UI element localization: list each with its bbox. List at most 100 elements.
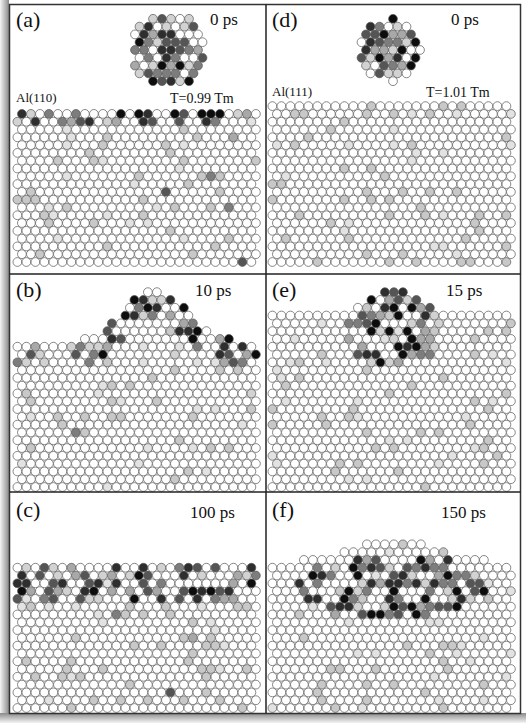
atom — [22, 373, 31, 382]
atom — [439, 148, 448, 157]
atom — [435, 234, 444, 243]
atom — [331, 164, 340, 173]
atom — [58, 389, 67, 398]
atom — [117, 412, 126, 421]
atom — [225, 110, 234, 119]
atom — [435, 203, 444, 212]
atom — [252, 203, 261, 212]
atom — [277, 195, 286, 204]
atom — [49, 195, 58, 204]
atom — [444, 110, 453, 119]
atom — [184, 420, 193, 429]
atom — [103, 420, 112, 429]
atom — [247, 226, 256, 235]
atom — [189, 381, 198, 390]
atom — [18, 444, 27, 453]
atom — [493, 180, 502, 189]
atom — [268, 148, 277, 157]
atom — [22, 405, 31, 414]
atom — [322, 195, 331, 204]
atom — [144, 428, 153, 437]
atom — [273, 187, 282, 196]
atom — [229, 180, 238, 189]
atom — [322, 211, 331, 220]
atom — [144, 38, 153, 47]
atom — [184, 180, 193, 189]
atom — [448, 148, 457, 157]
atom — [198, 125, 207, 134]
atom — [453, 475, 462, 484]
atom — [313, 483, 322, 492]
atom — [268, 211, 277, 220]
atom — [384, 22, 393, 31]
atom — [372, 156, 381, 165]
atom — [207, 412, 216, 421]
atom — [234, 350, 243, 359]
atom — [489, 187, 498, 196]
atom — [322, 164, 331, 173]
atom — [367, 133, 376, 142]
atom — [94, 226, 103, 235]
atom — [171, 187, 180, 196]
atom — [135, 125, 144, 134]
atom — [345, 141, 354, 150]
atom — [49, 467, 58, 476]
atom — [27, 234, 36, 243]
atom — [313, 226, 322, 235]
atom — [220, 405, 229, 414]
atom — [189, 125, 198, 134]
atom — [58, 436, 67, 445]
atom — [247, 483, 256, 492]
atom — [408, 172, 417, 181]
atom — [121, 226, 130, 235]
atom — [27, 141, 36, 150]
atom — [81, 459, 90, 468]
atom — [207, 234, 216, 243]
atom — [408, 250, 417, 259]
atom — [85, 242, 94, 251]
atom — [336, 428, 345, 437]
atom — [336, 203, 345, 212]
atom — [198, 250, 207, 259]
atom — [475, 195, 484, 204]
atom — [67, 342, 76, 351]
atom — [40, 436, 49, 445]
atom — [121, 164, 130, 173]
atom — [31, 148, 40, 157]
atom — [340, 451, 349, 460]
atom — [211, 180, 220, 189]
atom — [408, 110, 417, 119]
atom — [63, 397, 72, 406]
atom — [480, 475, 489, 484]
atom — [67, 180, 76, 189]
atom — [67, 133, 76, 142]
atom — [363, 125, 372, 134]
atom — [76, 342, 85, 351]
atom — [85, 436, 94, 445]
atom — [94, 242, 103, 251]
atom — [139, 420, 148, 429]
atom — [426, 141, 435, 150]
atom — [112, 483, 121, 492]
atom — [22, 451, 31, 460]
atom — [372, 459, 381, 468]
atom — [130, 311, 139, 320]
atom — [322, 451, 331, 460]
atom — [63, 366, 72, 375]
atom — [171, 428, 180, 437]
atom — [480, 141, 489, 150]
atom — [148, 467, 157, 476]
atom — [63, 110, 72, 119]
atom — [184, 451, 193, 460]
atom — [282, 250, 291, 259]
atom — [81, 366, 90, 375]
atom — [282, 172, 291, 181]
atom — [462, 203, 471, 212]
atom — [243, 203, 252, 212]
atom — [238, 242, 247, 251]
atom — [140, 61, 149, 70]
atom — [125, 412, 134, 421]
atom — [421, 451, 430, 460]
atom — [340, 483, 349, 492]
atom — [13, 117, 22, 126]
